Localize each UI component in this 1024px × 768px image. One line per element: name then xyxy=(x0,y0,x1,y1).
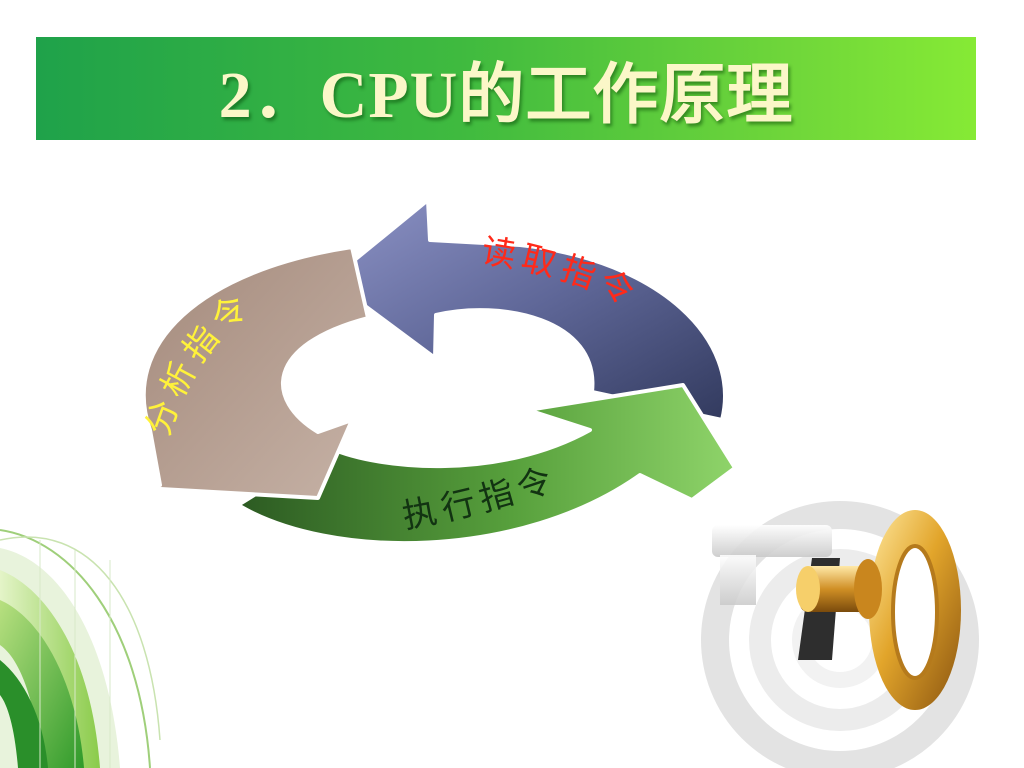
execute-instruction-arrow xyxy=(236,383,737,546)
slide-title: 2．CPU的工作原理 xyxy=(218,58,794,132)
title-bar: 2．CPU的工作原理 xyxy=(36,37,976,140)
analyze-instruction-arrow xyxy=(141,245,370,500)
read-instruction-arrow xyxy=(328,198,727,422)
